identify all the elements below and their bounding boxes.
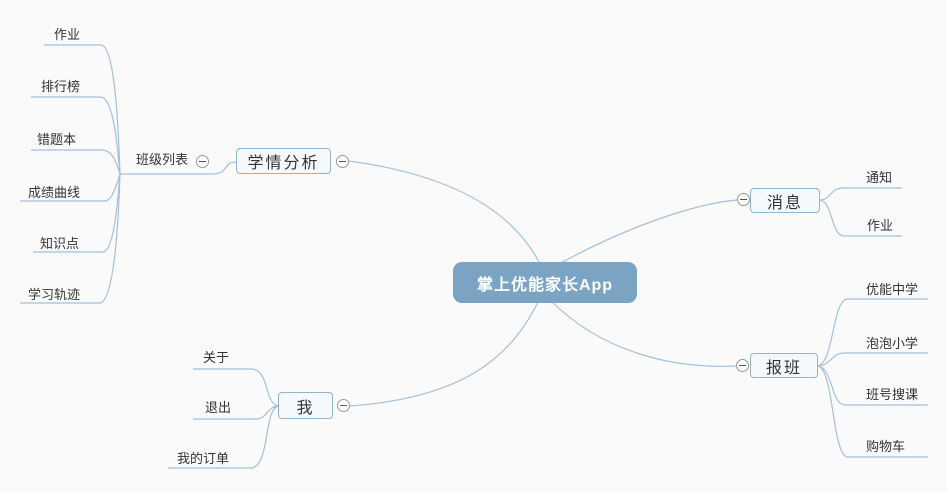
collapse-toggle-class-list[interactable]	[196, 155, 209, 168]
leaf-ranking[interactable]: 排行榜	[41, 79, 81, 94]
edge-knowledge-points	[33, 173, 121, 253]
leaf-notifications[interactable]: 通知	[866, 170, 893, 185]
edge-root-learning-analysis	[348, 160, 543, 269]
edge-logout	[193, 405, 279, 420]
collapse-toggle-enroll[interactable]	[736, 359, 749, 372]
leaf-paopao-primary-school[interactable]: 泡泡小学	[866, 336, 919, 351]
collapse-toggle-messages[interactable]	[737, 193, 750, 206]
leaf-shopping-cart[interactable]: 购物车	[866, 439, 906, 454]
edge-learning-track	[20, 173, 121, 304]
leaf-homework-left[interactable]: 作业	[54, 27, 81, 42]
edge-homework-left	[44, 44, 121, 175]
edge-root-me	[349, 299, 540, 407]
edge-shopping-cart	[817, 365, 928, 458]
collapse-toggle-learning-analysis[interactable]	[336, 155, 349, 168]
leaf-score-curve[interactable]: 成绩曲线	[28, 185, 81, 200]
leaf-my-orders[interactable]: 我的订单	[177, 451, 230, 466]
minus-icon	[740, 199, 747, 200]
edge-ranking	[31, 96, 121, 175]
edge-homework-right	[819, 199, 902, 237]
root-node[interactable]: 掌上优能家长App	[453, 262, 637, 303]
leaf-wrong-question-book[interactable]: 错题本	[37, 132, 77, 147]
edge-class-list	[120, 161, 237, 175]
edge-my-orders	[168, 405, 279, 469]
edge-paopao-primary-school	[817, 352, 928, 367]
edge-class-code-search	[817, 365, 928, 406]
leaf-class-code-search[interactable]: 班号搜课	[866, 387, 919, 402]
leaf-logout[interactable]: 退出	[205, 400, 232, 415]
minus-icon	[340, 405, 347, 406]
node-class-list[interactable]: 班级列表	[136, 152, 189, 167]
node-enroll[interactable]: 报班	[750, 353, 818, 378]
leaf-about[interactable]: 关于	[203, 350, 230, 365]
node-me[interactable]: 我	[278, 392, 333, 419]
collapse-toggle-me[interactable]	[337, 399, 350, 412]
minus-icon	[739, 365, 746, 366]
leaf-knowledge-points[interactable]: 知识点	[40, 236, 80, 251]
edge-root-enroll	[549, 299, 737, 367]
leaf-learning-track[interactable]: 学习轨迹	[28, 287, 81, 302]
leaf-homework-right[interactable]: 作业	[867, 218, 894, 233]
edge-wrong-question-book	[31, 149, 121, 175]
node-messages[interactable]: 消息	[750, 188, 820, 213]
edge-notifications	[819, 187, 902, 201]
edge-youneng-middle-school	[817, 298, 928, 367]
node-learning-analysis[interactable]: 学情分析	[236, 148, 331, 174]
minus-icon	[339, 161, 346, 162]
edge-root-messages	[551, 199, 738, 269]
minus-icon	[199, 161, 206, 162]
leaf-youneng-middle-school[interactable]: 优能中学	[866, 282, 919, 297]
edge-about	[193, 368, 279, 407]
edge-score-curve	[20, 173, 121, 202]
